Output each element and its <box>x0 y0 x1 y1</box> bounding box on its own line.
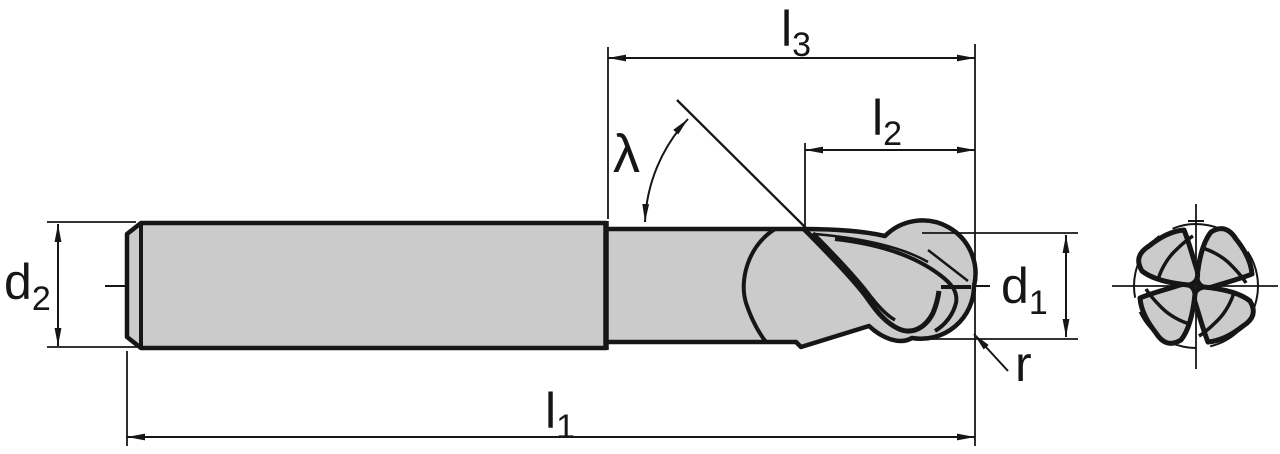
dimension-labels: l3 l2 l1 d2 d1 λ r <box>4 1 1048 446</box>
ball-margin-thick <box>834 237 959 333</box>
dim-label-d2: d2 <box>4 254 51 318</box>
dim-label-l3: l3 <box>781 1 811 64</box>
ball-margin-thin <box>814 232 929 264</box>
radius-leader <box>973 333 1009 372</box>
dimensions <box>47 44 1078 446</box>
dim-label-l1: l1 <box>545 383 575 446</box>
end-view <box>1112 204 1278 369</box>
dim-label-lambda: λ <box>613 124 640 184</box>
lambda-angle-arc <box>642 118 689 223</box>
helix-edge-outer <box>802 227 942 334</box>
dim-label-r: r <box>1015 336 1032 392</box>
helix-edge-inner <box>811 231 896 322</box>
endview-outline-circle <box>1133 223 1259 349</box>
side-view <box>105 218 990 351</box>
flute-curve <box>741 227 777 344</box>
dim-label-d1: d1 <box>1001 258 1048 322</box>
endview-flutes <box>1136 226 1256 346</box>
tip-fan-line <box>927 249 969 282</box>
dim-label-l2: l2 <box>872 90 902 153</box>
lambda-angle-line <box>676 99 808 230</box>
